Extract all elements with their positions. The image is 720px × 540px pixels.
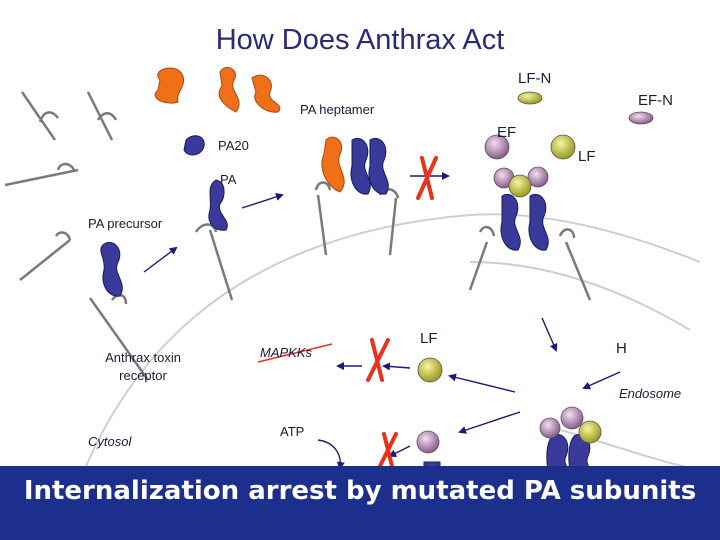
pa-subunit: [546, 434, 569, 471]
pa-subunit: [368, 138, 389, 195]
arrow: [448, 373, 516, 393]
endosome-label: Endosome: [619, 386, 682, 401]
lf-n-label: LF-N: [518, 70, 552, 87]
pa-subunit-orange: [154, 67, 184, 104]
arrow: [241, 193, 284, 209]
pa-subunit: [350, 138, 371, 195]
lf-label-mid: LF: [420, 330, 438, 347]
toxin-balls: [416, 91, 654, 454]
inhibit-x-icon: [366, 338, 390, 382]
arrows: [143, 172, 621, 470]
receptor: [86, 91, 118, 141]
ef-ball: [539, 417, 561, 439]
receptor-label-line: Anthrax toxin: [105, 350, 181, 365]
pa20-label: PA20: [218, 138, 249, 153]
arrow: [541, 317, 558, 352]
receptor: [378, 188, 400, 256]
h-plus-label: H: [616, 340, 627, 357]
receptor: [314, 181, 332, 256]
caption-banner: [0, 466, 720, 540]
inhibition-marks: [366, 156, 438, 468]
receptor: [88, 293, 150, 381]
pa-subunits: [100, 135, 591, 471]
caption-text: Internalization arrest by mutated PA sub…: [23, 476, 697, 506]
cell-membrane: [59, 213, 701, 540]
endosome-membrane: [469, 261, 691, 331]
receptor-label: Anthrax toxin receptor: [88, 349, 198, 385]
lf-ball: [550, 134, 576, 160]
pa-heptamer-label: PA heptamer: [300, 102, 375, 117]
lf-label-top: LF: [578, 148, 596, 165]
inhibit-x-icon: [416, 156, 438, 200]
pa-subunit-orange: [218, 67, 240, 113]
arrow: [388, 445, 411, 457]
receptor: [4, 162, 79, 187]
receptor-label-line: receptor: [119, 368, 167, 383]
ef-ball: [484, 134, 510, 160]
lf-n-icon: [517, 91, 543, 105]
pa-precursor-label: PA precursor: [88, 216, 163, 231]
ef-n-label: EF-N: [638, 92, 673, 109]
lf-ball: [578, 420, 602, 444]
pa-label: PA: [220, 172, 237, 187]
lf-ball: [417, 357, 443, 383]
receptor: [468, 225, 496, 291]
lf-ball: [508, 174, 532, 198]
atp-label: ATP: [280, 424, 305, 439]
receptor: [194, 223, 234, 301]
pa20-icon: [183, 135, 205, 156]
pa-subunit: [208, 179, 228, 231]
atp-arrow: [317, 439, 345, 470]
orange-subunits-free: [154, 67, 345, 193]
arrow: [143, 246, 178, 273]
receptors: [4, 91, 592, 381]
pa-subunit: [528, 194, 549, 251]
arrow: [582, 371, 621, 390]
ef-ball: [560, 406, 584, 430]
ef-label: EF: [497, 124, 517, 141]
inhibit-x-icon: [378, 432, 398, 468]
receptor: [19, 231, 72, 281]
page-title: How Does Anthrax Act: [215, 24, 505, 56]
pa-subunit: [500, 194, 521, 251]
pa-subunit-orange: [251, 74, 281, 113]
ef-ball: [527, 166, 549, 188]
pa-precursor-subunit: [100, 242, 123, 297]
receptor: [20, 91, 59, 141]
arrow: [458, 411, 521, 434]
receptor: [558, 228, 592, 301]
ef-n-icon: [628, 111, 654, 125]
ef-ball: [416, 430, 440, 454]
arrow: [382, 362, 411, 371]
pa-subunit-orange: [321, 136, 345, 193]
mapkks-strike: [257, 343, 333, 363]
mapkks-label: MAPKKs: [260, 345, 313, 360]
cytosol-label: Cytosol: [88, 434, 132, 449]
